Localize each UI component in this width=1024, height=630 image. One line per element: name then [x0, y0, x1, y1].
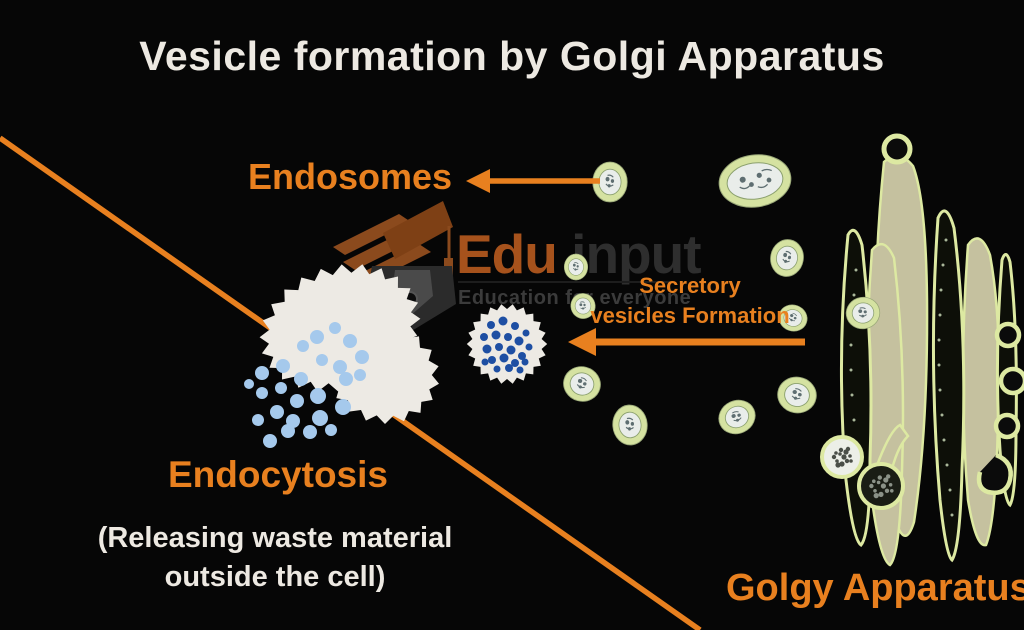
- secretory-label-line2: vesicles Formation: [590, 303, 790, 328]
- endocytosis-note-line1: (Releasing waste material: [97, 522, 453, 554]
- watermark-brand: Edu input: [456, 222, 702, 286]
- endocytosis-note-line2: outside the cell): [164, 561, 386, 593]
- secretory-arrow: [568, 328, 805, 356]
- secretory-label: Secretory vesicles Formation: [575, 271, 805, 331]
- golgi-apparatus-illustration: [820, 133, 1024, 567]
- endocytosis-label: Endocytosis: [168, 454, 388, 495]
- endosome-inner-dots: [297, 322, 369, 386]
- watermark-divider: [458, 281, 670, 283]
- watermark-brand-secondary: input: [571, 223, 701, 285]
- vesicle: [774, 373, 820, 417]
- secretory-cargo-dots: [480, 316, 533, 374]
- vesicle: [610, 403, 650, 447]
- large-vesicle: [718, 154, 792, 208]
- endosomes-arrow: [466, 169, 600, 193]
- page-title: Vesicle formation by Golgi Apparatus: [139, 33, 885, 79]
- secretory-vesicle: [466, 304, 548, 384]
- endocytosis-note: (Releasing waste material outside the ce…: [50, 519, 500, 597]
- golgi-apparatus-label: Golgy Apparatus: [726, 567, 1024, 609]
- secretory-label-line1: Secretory: [639, 273, 741, 298]
- released-waste-dots: [244, 359, 351, 448]
- endosomes-label: Endosomes: [248, 156, 453, 197]
- vesicle: [712, 393, 762, 441]
- vesicle: [559, 362, 605, 406]
- watermark-brand-primary: Edu: [456, 223, 558, 285]
